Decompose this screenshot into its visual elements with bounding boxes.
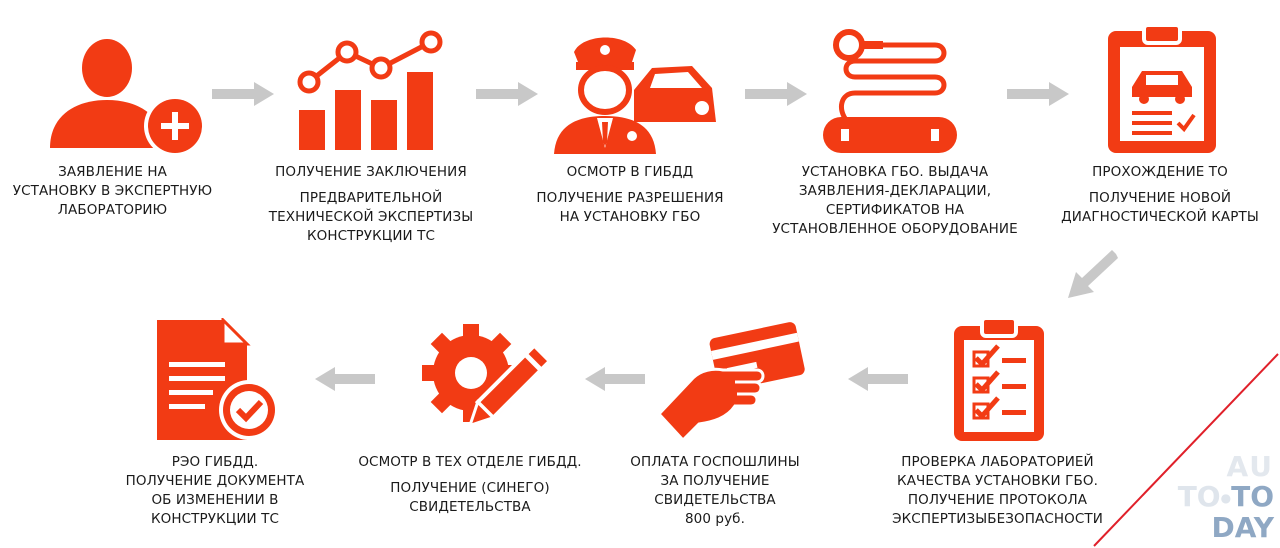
arrow-left-icon	[315, 367, 375, 391]
user-plus-icon	[50, 39, 206, 157]
watermark-slash	[1093, 353, 1279, 547]
step-8-label: ОСМОТР В ТЕХ ОТДЕЛЕ ГИБДД. ПОЛУЧЕНИЕ (СИ…	[358, 454, 582, 515]
step-5-label: ПРОХОЖДЕНИЕ ТО ПОЛУЧЕНИЕ НОВОЙ ДИАГНОСТИ…	[1061, 164, 1259, 225]
arrow-left-icon	[848, 367, 908, 391]
arrow-left-icon	[585, 367, 645, 391]
step-9-label: РЭО ГИБДД. ПОЛУЧЕНИЕ ДОКУМЕНТА ОБ ИЗМЕНЕ…	[125, 454, 305, 527]
hand-card-icon	[656, 322, 805, 443]
document-check-icon	[157, 318, 279, 440]
step-4-label: УСТАНОВКА ГБО. ВЫДАЧА ЗАЯВЛЕНИЯ-ДЕКЛАРАЦ…	[772, 164, 1018, 237]
arrow-right-icon	[212, 82, 274, 106]
arrow-right-icon	[476, 82, 538, 106]
watermark-logo: AU TO●TO DAY	[1177, 450, 1274, 544]
step-2-label: ПОЛУЧЕНИЕ ЗАКЛЮЧЕНИЯ ПРЕДВАРИТЕЛЬНОЙ ТЕХ…	[268, 164, 474, 244]
step-1-label: ЗАЯВЛЕНИЕ НА УСТАНОВКУ В ЭКСПЕРТНУЮ ЛАБО…	[12, 164, 213, 218]
checklist-clipboard-icon	[954, 318, 1044, 441]
gas-cylinder-icon	[823, 29, 957, 153]
arrow-right-icon	[1007, 82, 1069, 106]
police-officer-car-icon	[554, 37, 716, 154]
step-3-label: ОСМОТР В ГИБДД ПОЛУЧЕНИЕ РАЗРЕШЕНИЯ НА У…	[536, 164, 724, 225]
step-6-label: ПРОВЕРКА ЛАБОРАТОРИЕЙ КАЧЕСТВА УСТАНОВКИ…	[892, 454, 1103, 527]
gear-pencil-icon	[422, 324, 551, 428]
rising-chart-icon	[297, 30, 443, 150]
step-7-label: ОПЛАТА ГОСПОШЛИНЫ ЗА ПОЛУЧЕНИЕ СВИДЕТЕЛЬ…	[630, 454, 800, 527]
arrow-right-icon	[745, 82, 807, 106]
arrow-down-left-icon	[1068, 250, 1118, 298]
clipboard-car-icon	[1108, 25, 1216, 153]
